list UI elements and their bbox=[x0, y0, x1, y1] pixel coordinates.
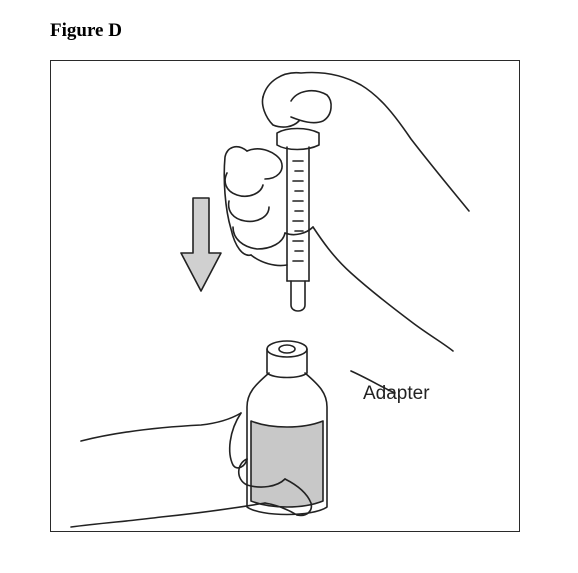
figure-title: Figure D bbox=[50, 20, 122, 41]
diagram-frame: Adapter bbox=[50, 60, 520, 532]
oral-syringe bbox=[276, 127, 320, 312]
bottle-with-adapter bbox=[246, 340, 396, 516]
down-arrow-icon bbox=[180, 197, 222, 292]
bottom-hand bbox=[70, 412, 313, 528]
top-hand bbox=[223, 71, 470, 352]
adapter-label: Adapter bbox=[363, 383, 430, 404]
diagram-canvas: Adapter bbox=[70, 71, 470, 528]
